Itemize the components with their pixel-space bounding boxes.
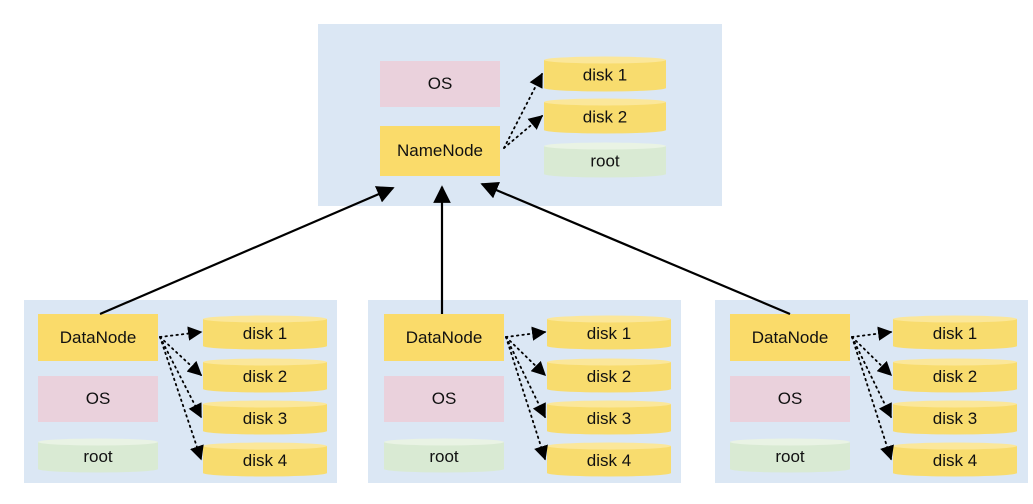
datanode-1-disk-link-4 — [159, 336, 204, 461]
datanode-3-disk-3: disk 3 — [893, 400, 1017, 435]
datanode-2-disk-4: disk 4 — [547, 442, 671, 477]
datanode-3-disk-link-2 — [851, 336, 893, 377]
datanode-2-disk-3: disk 3 — [547, 400, 671, 435]
datanode-os-box-3: OS — [730, 376, 850, 422]
datanode-2-disk-3-label: disk 3 — [587, 409, 631, 428]
datanode-1-disk-1: disk 1 — [203, 315, 327, 350]
datanode-3-disk-1: disk 1 — [893, 315, 1017, 350]
datanode-1-disk-2: disk 2 — [203, 358, 327, 393]
datanode-3-disk-link-4 — [851, 336, 894, 461]
namenode-disk-2: disk 2 — [544, 98, 666, 134]
datanode-2-disk-1: disk 1 — [547, 315, 671, 350]
datanode-2-disk-link-3 — [505, 336, 546, 419]
datanode-3-disk-1-label: disk 1 — [933, 324, 977, 343]
datanode-3-disk-link-1 — [851, 326, 893, 341]
namenode-disk-2-label: disk 2 — [583, 107, 627, 126]
namenode-disk-1-label: disk 1 — [583, 65, 627, 84]
datanode-box-1: DataNode — [38, 314, 158, 361]
datanode-2-root-disk: root — [384, 438, 504, 473]
datanode-os-box-2: OS — [384, 376, 504, 422]
namenode-root-disk: root — [544, 142, 666, 178]
datanode-3-disk-4: disk 4 — [893, 442, 1017, 477]
namenode-disk-link-1 — [503, 72, 543, 149]
datanode-1-disk-3-label: disk 3 — [243, 409, 287, 428]
datanode-2-disk-2-label: disk 2 — [587, 367, 631, 386]
datanode-3-disk-4-label: disk 4 — [933, 451, 977, 470]
datanode-2-disk-1-label: disk 1 — [587, 324, 631, 343]
datanode-1-disk-link-2 — [159, 336, 203, 376]
datanode-3-disk-3-label: disk 3 — [933, 409, 977, 428]
datanode-1-root-disk-label: root — [83, 447, 113, 466]
datanode-3-root-disk-label: root — [775, 447, 805, 466]
datanode-2-disk-4-label: disk 4 — [587, 451, 631, 470]
datanode-1-disk-4: disk 4 — [203, 442, 327, 477]
datanode-os-box-1: OS — [38, 376, 158, 422]
heartbeat-arrow-3 — [480, 182, 791, 316]
datanode-2-disk-2: disk 2 — [547, 358, 671, 393]
namenode-disk-1: disk 1 — [544, 56, 666, 92]
datanode-box-2: DataNode — [384, 314, 504, 361]
namenode-os-box: OS — [380, 61, 500, 107]
datanode-2-disk-link-2 — [505, 336, 547, 377]
datanode-1-disk-3: disk 3 — [203, 400, 327, 435]
datanode-3-disk-link-3 — [851, 336, 892, 419]
datanode-1-disk-link-3 — [159, 336, 202, 419]
datanode-1-disk-1-label: disk 1 — [243, 324, 287, 343]
namenode-disk-link-2 — [503, 115, 544, 149]
datanode-1-disk-2-label: disk 2 — [243, 367, 287, 386]
heartbeat-arrow-1 — [99, 186, 395, 316]
datanode-box-3: DataNode — [730, 314, 850, 361]
datanode-2-root-disk-label: root — [429, 447, 459, 466]
datanode-2-disk-link-1 — [505, 326, 547, 341]
datanode-1-disk-4-label: disk 4 — [243, 451, 287, 470]
datanode-3-root-disk: root — [730, 438, 850, 473]
datanode-3-disk-2: disk 2 — [893, 358, 1017, 393]
datanode-3-disk-2-label: disk 2 — [933, 367, 977, 386]
namenode-root-disk-label: root — [590, 151, 620, 170]
datanode-1-disk-link-1 — [159, 326, 203, 341]
datanode-1-root-disk: root — [38, 438, 158, 473]
datanode-2-disk-link-4 — [505, 336, 548, 461]
namenode-box: NameNode — [380, 126, 500, 176]
